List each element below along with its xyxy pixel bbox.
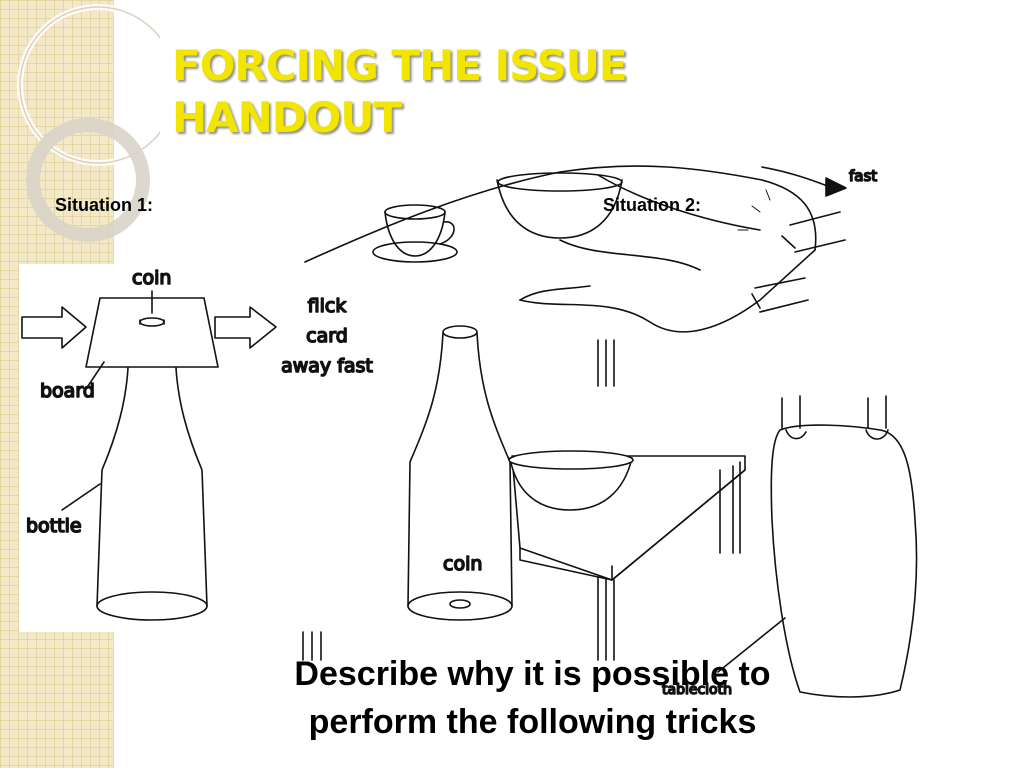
bowl-rim <box>497 172 623 192</box>
tablecloth-pointer <box>717 617 786 673</box>
table-legs-upper <box>597 339 615 387</box>
hanging-tablecloth <box>770 424 918 698</box>
slide-title: FORCING THE ISSUE HANDOUT <box>172 40 628 144</box>
bowl-body <box>496 179 623 239</box>
push-arrow-icon <box>21 306 87 349</box>
bottle-label: bottle <box>26 515 82 537</box>
hand-sleeve-lower <box>751 277 809 313</box>
board-label: board <box>40 380 95 402</box>
saucer <box>372 241 458 263</box>
prompt-line-1: Describe why it is possible to <box>294 655 771 693</box>
flick-label-line2: card <box>306 325 348 347</box>
situation-1-label: Situation 1: <box>55 195 153 215</box>
figure1-drawing: coin board bottle flick card away fast <box>21 266 374 621</box>
cloth-fold <box>761 179 817 251</box>
bottle-pointer <box>61 483 101 511</box>
cloth-top-edge <box>304 165 763 263</box>
hand-sleeve-upper <box>781 211 846 253</box>
flick-label-line1: flick <box>308 295 347 317</box>
bottle2-right-side <box>476 332 513 607</box>
figure2-result: tablecloth <box>302 395 918 699</box>
cup-rim <box>384 204 446 220</box>
cup-body <box>384 211 446 257</box>
bottle2-left-side <box>407 332 444 607</box>
bottle-left-side <box>96 367 129 607</box>
ring-small <box>26 118 150 242</box>
board-shape <box>85 297 219 368</box>
decorative-rings <box>17 4 160 242</box>
coin-in-bottle <box>449 599 471 609</box>
coin-label: coin <box>132 267 171 289</box>
bottle2-base <box>407 591 513 621</box>
table-leg-front <box>597 576 615 661</box>
bowl2-body <box>509 457 633 511</box>
coin-on-board <box>139 317 165 327</box>
bottle-mouth <box>442 325 478 339</box>
table-leg-right <box>719 461 741 554</box>
cloth-holding-arms <box>781 395 887 429</box>
situation-2-label: Situation 2: <box>603 195 701 215</box>
figure1-result-bottle: coin <box>407 325 513 621</box>
question-prompt: Describe why it is possible to perform t… <box>200 650 865 746</box>
cup-handle <box>439 221 455 245</box>
fast-label: fast <box>849 167 877 185</box>
bottle-stand-lines <box>302 631 322 661</box>
prompt-line-2: perform the following tricks <box>308 703 757 741</box>
tablecloth-label: tablecloth <box>662 682 732 698</box>
bowl2-rim <box>508 450 634 470</box>
coin-bottom-label: coin <box>443 553 482 575</box>
motion-lines <box>737 189 771 231</box>
motion-arrow-icon <box>214 306 277 349</box>
fast-arrow-line <box>761 166 831 188</box>
bottle-right-side <box>175 367 208 607</box>
bottle-base <box>96 591 208 621</box>
title-line-2: HANDOUT <box>172 93 402 142</box>
cloth-holding-hands <box>785 429 889 440</box>
board-pointer <box>87 361 105 387</box>
fast-arrow-head-icon <box>825 177 847 197</box>
flick-label-line3: away fast <box>281 355 373 377</box>
ring-large-outline <box>19 6 160 164</box>
cloth-lower-edge <box>519 249 816 333</box>
figure2-drawing: fast <box>304 165 878 387</box>
title-line-1: FORCING THE ISSUE <box>172 41 628 90</box>
